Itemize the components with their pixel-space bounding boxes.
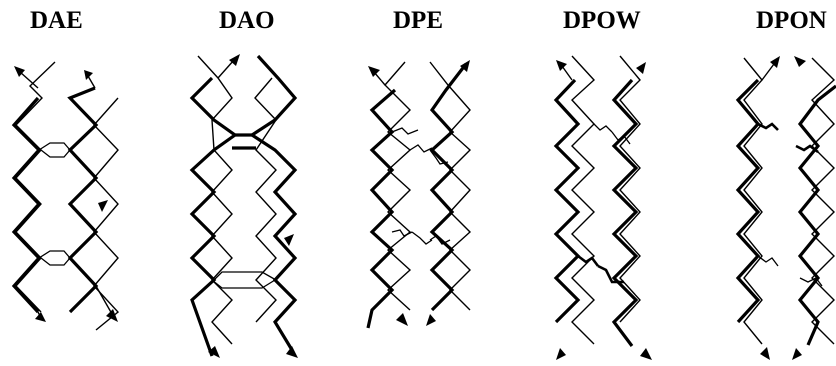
dae-crossover-top — [38, 142, 71, 151]
dpe-crossover-bottom-b — [411, 231, 433, 245]
dpon-arrow-top-right — [794, 56, 806, 67]
dpow-strand-right-thin — [619, 55, 641, 323]
dpe-arrow-bottom-left — [396, 313, 408, 326]
dae-arrow-bottom-right — [106, 309, 118, 322]
panel-title-dae: DAE — [30, 7, 83, 34]
dpe-arrow-top-left — [368, 66, 380, 77]
dae-crossover-bottom — [38, 250, 71, 259]
dae-strand-left-thin — [15, 61, 56, 313]
dpow-strand-left-thin — [571, 55, 595, 345]
dpon-crossover-bottom-a — [757, 255, 779, 267]
dpe-crossover-top-c — [429, 149, 449, 165]
dao-crossover-bottom — [213, 271, 277, 281]
dpow-crossover-top-a — [593, 123, 613, 133]
dao-arrow-right-mid — [284, 234, 294, 246]
dpe-strand-right-thick — [429, 63, 468, 312]
dae-arrow-bottom-left — [35, 312, 46, 322]
dae-arrow-top-right — [84, 70, 93, 80]
dpow-arrow-top-left — [556, 60, 567, 71]
dpon-arrow-bottom-left — [760, 347, 770, 360]
dpe-strand-left-thin — [384, 61, 412, 311]
dao-crossover-bottom-2 — [211, 279, 276, 289]
dae-arrow-top-left — [14, 66, 25, 77]
dpe-crossover-top-b — [409, 144, 433, 153]
dpe-crossover-bottom-c — [429, 235, 451, 245]
dpon-crossover-top-a — [757, 122, 779, 131]
dao-molecule — [189, 54, 298, 358]
dpe-strand-right-thin — [429, 61, 472, 311]
dpow-arrow-bottom-right — [640, 348, 652, 360]
dpe-molecule — [366, 60, 472, 329]
dao-strand-left-thin — [197, 55, 233, 345]
dae-molecule — [11, 61, 120, 331]
dpe-arrow-bottom-right — [426, 314, 436, 326]
dpow-strand-right-thick — [611, 78, 639, 347]
dpon-strand-right-thin — [811, 57, 836, 345]
panel-title-dpow: DPOW — [563, 7, 641, 34]
dpon-strand-right-thick — [797, 84, 836, 346]
dae-crossover-bottom-2 — [40, 257, 71, 266]
dae-strand-right-thick — [67, 86, 99, 314]
dpe-crossover-top-a — [391, 127, 419, 135]
dae-arrow-right-mid — [98, 200, 108, 212]
dao-arrow-top — [229, 54, 240, 66]
dpow-arrow-top-right — [636, 62, 646, 74]
dae-crossover-top-2 — [40, 149, 71, 158]
dpow-molecule — [553, 55, 652, 360]
dpe-crossover-bottom-a — [391, 229, 413, 237]
dpon-crossover-top-b — [795, 144, 819, 154]
dao-arrow-bottom-left — [208, 346, 220, 358]
panel-title-dpon: DPON — [756, 7, 827, 34]
dpon-molecule — [735, 56, 836, 360]
dpon-crossover-bottom-b — [799, 277, 823, 287]
dpow-strand-left-thick — [553, 78, 581, 324]
dpow-crossover-top-b — [611, 131, 631, 145]
dao-arrow-bottom-right — [286, 346, 298, 358]
dpon-strand-left-thin — [743, 57, 763, 345]
dpon-arrow-bottom-right — [792, 348, 802, 360]
panel-title-dao: DAO — [219, 7, 275, 34]
dpow-arrow-bottom-left — [556, 348, 566, 360]
dae-strand-right-thin — [93, 97, 120, 331]
dao-strand-right-thick — [249, 54, 298, 351]
dpow-crossover-bottom-a — [577, 254, 600, 267]
dao-strand-right-thin — [254, 77, 277, 323]
dae-strand-left-thick — [11, 96, 42, 314]
dpon-arrow-top-left — [770, 56, 780, 68]
dpe-arrow-top-right — [460, 60, 470, 72]
dpow-crossover-bottom-b — [597, 264, 624, 284]
panel-title-dpe: DPE — [393, 7, 443, 34]
dpon-strand-left-thick — [735, 78, 761, 324]
